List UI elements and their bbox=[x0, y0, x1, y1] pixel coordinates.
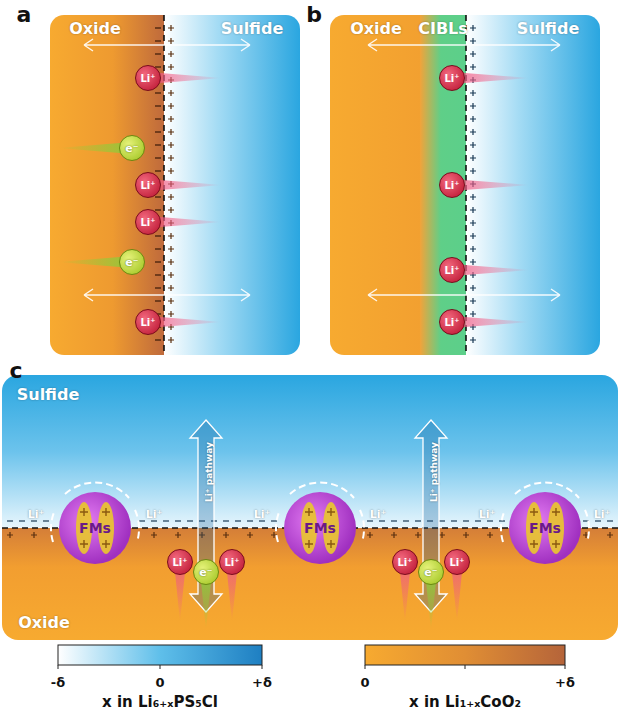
pathway-label: Li⁺ pathway bbox=[429, 442, 439, 502]
ion-label: Li⁺ bbox=[254, 508, 271, 521]
lithium-ion: Li⁺ bbox=[444, 549, 470, 575]
region-label: Sulfide bbox=[17, 385, 80, 404]
panel-letter: c bbox=[9, 358, 22, 383]
lithium-ion: Li⁺ bbox=[439, 65, 465, 91]
lithium-ion: Li⁺ bbox=[167, 549, 193, 575]
fm-label: FMs bbox=[79, 520, 111, 536]
label-holder: +δ bbox=[555, 672, 575, 691]
ion-label: Li⁺ bbox=[140, 317, 155, 328]
lithium-ion: Li⁺ bbox=[135, 65, 161, 91]
region-label: Oxide bbox=[18, 613, 70, 632]
fm-label: FMs bbox=[304, 520, 336, 536]
colorbar-title: x in Li₆₊ₓPS₅Cl bbox=[102, 693, 218, 711]
lithium-ion: Li⁺ bbox=[135, 309, 161, 335]
ion-label: Li⁺ bbox=[140, 180, 155, 191]
label-holder: Li⁺ pathway bbox=[422, 442, 441, 502]
lithium-ion: Li⁺ bbox=[439, 309, 465, 335]
electron: e⁻ bbox=[193, 559, 219, 585]
lithium-ion: Li⁺ bbox=[392, 549, 418, 575]
ion-label: Li⁺ bbox=[224, 557, 239, 568]
colorbar-tick: 0 bbox=[155, 675, 164, 690]
colorbar-tick: +δ bbox=[252, 675, 272, 690]
lithium-ion: Li⁺ bbox=[135, 209, 161, 235]
colorbar-tick: -δ bbox=[51, 675, 65, 690]
label-holder: c bbox=[9, 358, 22, 383]
electron-label: e⁻ bbox=[199, 566, 212, 579]
ion-label: Li⁺ bbox=[444, 73, 459, 84]
ion-label: Li⁺ bbox=[140, 217, 155, 228]
electron-label: e⁻ bbox=[125, 142, 138, 155]
region-label: Sulfide bbox=[221, 19, 284, 38]
ion-label: Li⁺ bbox=[28, 508, 45, 521]
interface-panel: SulfideOxideFMsFMsFMsLi⁺e⁻Li⁺Li⁺e⁻Li⁺ bbox=[2, 375, 618, 640]
electron-label: e⁻ bbox=[125, 256, 138, 269]
lithium-ion: Li⁺ bbox=[135, 172, 161, 198]
label-holder: b bbox=[306, 2, 322, 27]
label-holder: Li⁺ bbox=[146, 503, 163, 522]
colorbar-title: x in Li₁₊ₓCoO₂ bbox=[409, 693, 521, 711]
electron: e⁻ bbox=[119, 135, 145, 161]
ion-label: Li⁺ bbox=[444, 180, 459, 191]
label-holder: Li⁺ bbox=[370, 503, 387, 522]
label-holder: 0 bbox=[360, 672, 369, 691]
label-holder: Li⁺ bbox=[254, 503, 271, 522]
ion-label: Li⁺ bbox=[444, 265, 459, 276]
ion-label: Li⁺ bbox=[479, 508, 496, 521]
label-holder: Li⁺ bbox=[594, 503, 611, 522]
label-holder: x in Li₁₊ₓCoO₂ bbox=[409, 692, 521, 711]
fm-particle: FMs bbox=[509, 492, 581, 564]
panel-letter: b bbox=[306, 2, 322, 27]
interface-panel: Oxide CIBLs SulfideLi⁺ Li⁺ Li⁺ Li⁺ bbox=[330, 15, 600, 355]
ion-label: Li⁺ bbox=[370, 508, 387, 521]
lithium-ion: Li⁺ bbox=[439, 257, 465, 283]
label-holder: Li⁺ bbox=[28, 503, 45, 522]
lithium-ion: Li⁺ bbox=[219, 549, 245, 575]
label-holder: -δ bbox=[51, 672, 65, 691]
fm-label: FMs bbox=[529, 520, 561, 536]
label-holder: Li⁺ bbox=[479, 503, 496, 522]
ion-label: Li⁺ bbox=[444, 317, 459, 328]
pathway-label: Li⁺ pathway bbox=[204, 442, 214, 502]
label-holder: +δ bbox=[252, 672, 272, 691]
interface-panel: Oxide SulfideLi⁺ e⁻ Li⁺ Li⁺ e⁻ Li⁺ bbox=[50, 15, 300, 355]
ion-label: Li⁺ bbox=[594, 508, 611, 521]
ion-label: Li⁺ bbox=[172, 557, 187, 568]
colorbar-tick: +δ bbox=[555, 675, 575, 690]
region-label: Oxide bbox=[69, 19, 121, 38]
panel-letter: a bbox=[17, 2, 32, 27]
region-label: Oxide bbox=[350, 19, 402, 38]
fm-particle: FMs bbox=[284, 492, 356, 564]
region-label: CIBLs bbox=[418, 19, 468, 38]
label-holder: 0 bbox=[155, 672, 164, 691]
label-holder: Li⁺ pathway bbox=[197, 442, 216, 502]
label-holder: a bbox=[17, 2, 32, 27]
label-holder: x in Li₆₊ₓPS₅Cl bbox=[102, 692, 218, 711]
fm-particle: FMs bbox=[59, 492, 131, 564]
colorbar-tick: 0 bbox=[360, 675, 369, 690]
ion-label: Li⁺ bbox=[140, 73, 155, 84]
ion-label: Li⁺ bbox=[146, 508, 163, 521]
electron-label: e⁻ bbox=[424, 566, 437, 579]
ion-label: Li⁺ bbox=[449, 557, 464, 568]
electron: e⁻ bbox=[418, 559, 444, 585]
ion-label: Li⁺ bbox=[397, 557, 412, 568]
lithium-ion: Li⁺ bbox=[439, 172, 465, 198]
region-label: Sulfide bbox=[517, 19, 580, 38]
electron: e⁻ bbox=[119, 249, 145, 275]
